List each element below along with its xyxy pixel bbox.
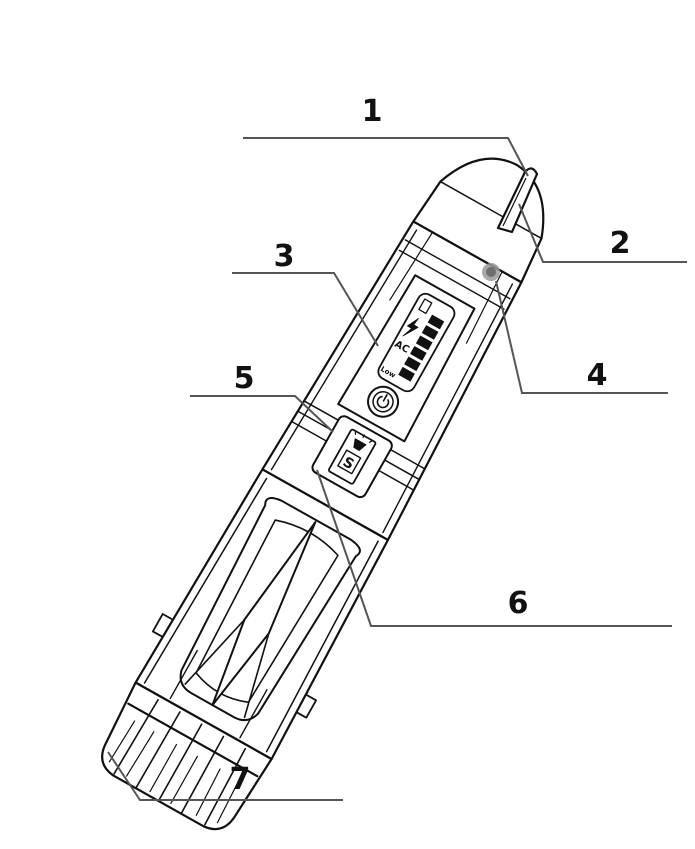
- end-cap: [101, 681, 273, 831]
- callout-5: 5: [234, 361, 255, 396]
- leader-7: [107, 751, 343, 801]
- callout-6: 6: [508, 586, 529, 621]
- leader-1: [243, 137, 529, 177]
- lcd-level-bars: [398, 314, 445, 382]
- leader-3: [232, 272, 379, 347]
- flashlight-icon: [353, 430, 374, 451]
- callout-4: 4: [587, 358, 608, 393]
- lightning-bolt-icon: [402, 318, 419, 337]
- callout-2: 2: [610, 226, 631, 261]
- grip-section: [134, 468, 390, 761]
- voltage-tester-pen: AC Low: [101, 157, 545, 831]
- callout-7: 7: [230, 762, 251, 797]
- lcd-display: AC Low: [377, 292, 456, 393]
- battery-icon: [418, 298, 433, 315]
- leader-5: [190, 395, 334, 433]
- leader-2: [518, 203, 687, 263]
- leader-4: [495, 280, 668, 394]
- leader-lines: [107, 137, 687, 801]
- leader-6: [316, 469, 672, 627]
- flashlight-button[interactable]: S: [310, 414, 394, 499]
- probe-head: [412, 157, 545, 284]
- callout-3: 3: [274, 239, 295, 274]
- power-button[interactable]: [363, 381, 404, 422]
- power-icon: [376, 393, 390, 409]
- callout-1: 1: [362, 94, 383, 129]
